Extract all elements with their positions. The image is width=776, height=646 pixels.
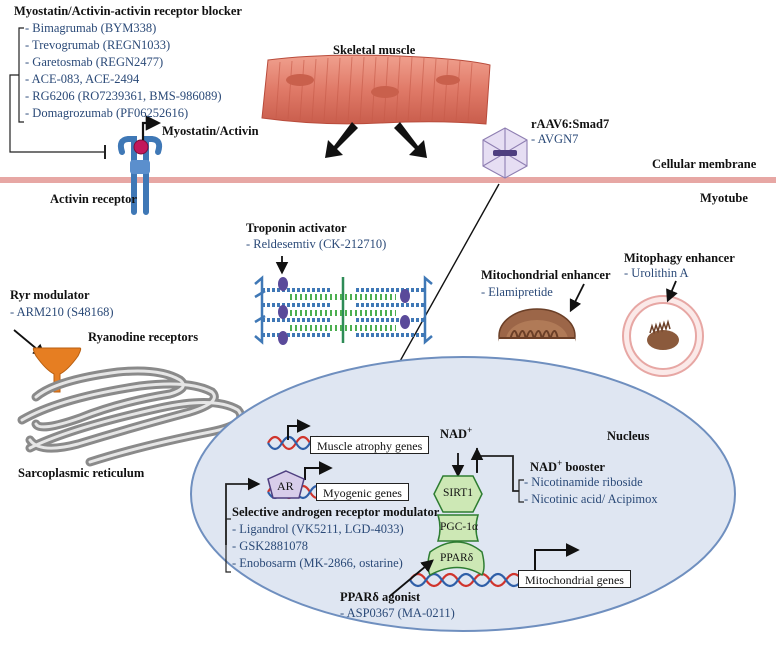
- ryanodine-receptors-label: Ryanodine receptors: [88, 330, 199, 344]
- blocker-item: - ACE-083, ACE-2494: [25, 72, 140, 86]
- blocker-item: - Garetosmab (REGN2477): [25, 55, 164, 69]
- raav-item: - AVGN7: [531, 132, 579, 146]
- myostatin-arrow: [141, 115, 162, 140]
- blocker-item: - Domagrozumab (PF06252616): [25, 106, 189, 120]
- ryr-title: Ryr modulator: [10, 288, 90, 302]
- nad-booster-rest: booster: [562, 460, 605, 475]
- sirt1-shape: [433, 475, 483, 513]
- ppar-agonist-item: - ASP0367 (MA-0211): [340, 606, 455, 620]
- myogenic-gene-arrow: [304, 461, 333, 480]
- ar-label: AR: [277, 479, 294, 493]
- myogenic-genes-box: Myogenic genes: [316, 483, 409, 501]
- activin-receptor: [117, 136, 163, 215]
- mito-enhancer-arrow: [569, 283, 585, 313]
- sr-label: Sarcoplasmic reticulum: [18, 466, 145, 480]
- sarm-list: - Ligandrol (VK5211, LGD-4033) - GSK2881…: [232, 521, 404, 572]
- mito-enhancer-title: Mitochondrial enhancer: [481, 268, 611, 282]
- myotube-label: Myotube: [700, 191, 748, 205]
- blocker-item: - Bimagrumab (BYM338): [25, 21, 157, 35]
- muscle-atrophy-genes-box: Muscle atrophy genes: [310, 436, 430, 454]
- mitophagy-item: - Urolithin A: [624, 266, 689, 280]
- raav-title: rAAV6:Smad7: [531, 117, 610, 131]
- atrophy-gene-arrow: [287, 419, 311, 440]
- mitochondrial-genes-box: Mitochondrial genes: [518, 570, 631, 588]
- mitophagy-arrow: [666, 280, 678, 303]
- ppard-label: PPARδ: [440, 552, 474, 564]
- mitochondrial-gene-arrow: [534, 543, 580, 570]
- blocker-item: - Trevogrumab (REGN1033): [25, 38, 171, 52]
- nad-booster-item: - Nicotinamide riboside: [524, 475, 643, 489]
- nad-text: NAD: [440, 427, 468, 442]
- sirt1-label: SIRT1: [443, 487, 473, 499]
- nad-label: NAD+: [440, 425, 472, 442]
- mito-enhancer-item: - Elamipretide: [481, 285, 553, 299]
- troponin-item: - Reldesemtiv (CK-212710): [246, 237, 387, 251]
- sarm-item: - Ligandrol (VK5211, LGD-4033): [232, 522, 404, 536]
- raav6-capsid: [482, 127, 528, 179]
- sarm-item: - Enobosarm (MK-2866, ostarine): [232, 556, 403, 570]
- ryr-item: - ARM210 (S48168): [10, 305, 114, 319]
- ppar-agonist-title: PPARδ agonist: [340, 590, 421, 604]
- ppar-agonist-arrow: [389, 559, 434, 597]
- skeletal-muscle-label: Skeletal muscle: [333, 43, 416, 57]
- blocker-item: - RG6206 (RO7239361, BMS-986089): [25, 89, 222, 103]
- ar-shape: [267, 470, 305, 499]
- ryanodine-receptor-shape: [32, 347, 82, 393]
- nad-booster-title: NAD+ booster: [530, 458, 605, 475]
- sarcomere: [254, 275, 433, 345]
- cellular-membrane: [0, 177, 776, 183]
- sarm-item: - GSK2881078: [232, 539, 309, 553]
- blocker-bracket: [9, 27, 106, 159]
- skeletal-muscle-fiber: [261, 54, 491, 125]
- troponin-title: Troponin activator: [246, 221, 347, 235]
- sarm-title: Selective androgen receptor modulator: [232, 505, 440, 519]
- nucleus-label: Nucleus: [607, 429, 650, 443]
- activin-receptor-label: Activin receptor: [50, 192, 137, 206]
- nad-booster-list: - Nicotinamide riboside - Nicotinic acid…: [524, 474, 658, 508]
- myostatin-ligand: [133, 139, 149, 155]
- sarm-bracket: [225, 477, 261, 573]
- nad-booster-item: - Nicotinic acid/ Acipimox: [524, 492, 658, 506]
- pgc1a-label: PGC-1α: [440, 521, 478, 533]
- pgc1a-shape: [436, 514, 480, 542]
- nad-booster-superscript: +: [557, 458, 563, 468]
- membrane-label: Cellular membrane: [652, 157, 757, 171]
- mitophagy-vesicle: [622, 295, 704, 377]
- blocker-list: - Bimagrumab (BYM338) - Trevogrumab (REG…: [25, 20, 222, 122]
- mitochondrion: [498, 308, 576, 364]
- muscle-arrows: [325, 122, 427, 158]
- blocker-title: Myostatin/Activin-activin receptor block…: [14, 4, 242, 18]
- nad-superscript: +: [467, 425, 473, 435]
- dna-helix-mitochondrial: [409, 572, 539, 588]
- nad-booster-nad: NAD: [530, 460, 558, 475]
- myostatin-label: Myostatin/Activin: [162, 124, 259, 138]
- mitophagy-title: Mitophagy enhancer: [624, 251, 735, 265]
